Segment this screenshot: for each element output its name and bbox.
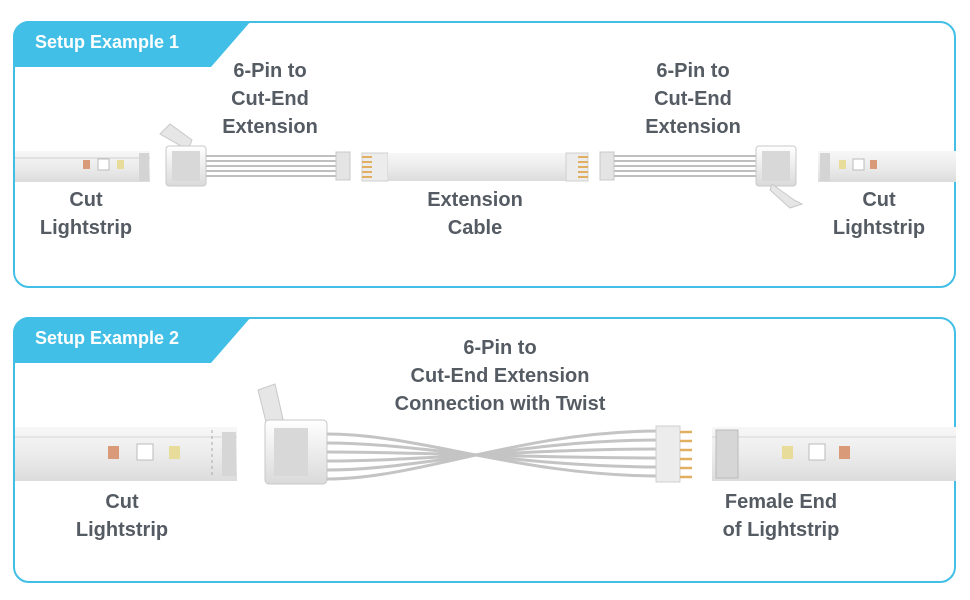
ex1-right-strip-label: Cut Lightstrip <box>832 189 926 239</box>
ex1-extension-cable <box>361 152 589 182</box>
setup-example-1-title: Setup Example 1 <box>35 32 180 52</box>
ex2-twist-connector <box>257 383 692 485</box>
ex1-right-connector-label: 6-Pin to Cut-End Extension <box>645 60 741 138</box>
ex2-female-lightstrip <box>712 427 956 481</box>
ex2-left-strip-label: Cut Lightstrip <box>75 491 169 541</box>
ex1-cable-label: Extension Cable <box>427 189 523 239</box>
ex2-female-strip-label: Female End of Lightstrip <box>722 491 840 541</box>
ex1-right-lightstrip <box>818 151 956 182</box>
setup-example-2-tab: Setup Example 2 <box>13 317 251 363</box>
ex1-right-connector <box>599 145 804 209</box>
setup-example-1-tab: Setup Example 1 <box>13 21 251 67</box>
ex1-left-strip-label: Cut Lightstrip <box>39 189 133 239</box>
ex1-left-connector-label: 6-Pin to Cut-End Extension <box>222 60 318 138</box>
ex2-left-lightstrip <box>15 427 237 481</box>
ex2-connector-label: 6-Pin to Cut-End Extension Connection wi… <box>394 337 606 415</box>
setup-example-2-title: Setup Example 2 <box>35 328 180 348</box>
ex1-left-connector <box>159 123 351 187</box>
ex1-left-lightstrip <box>15 151 150 182</box>
